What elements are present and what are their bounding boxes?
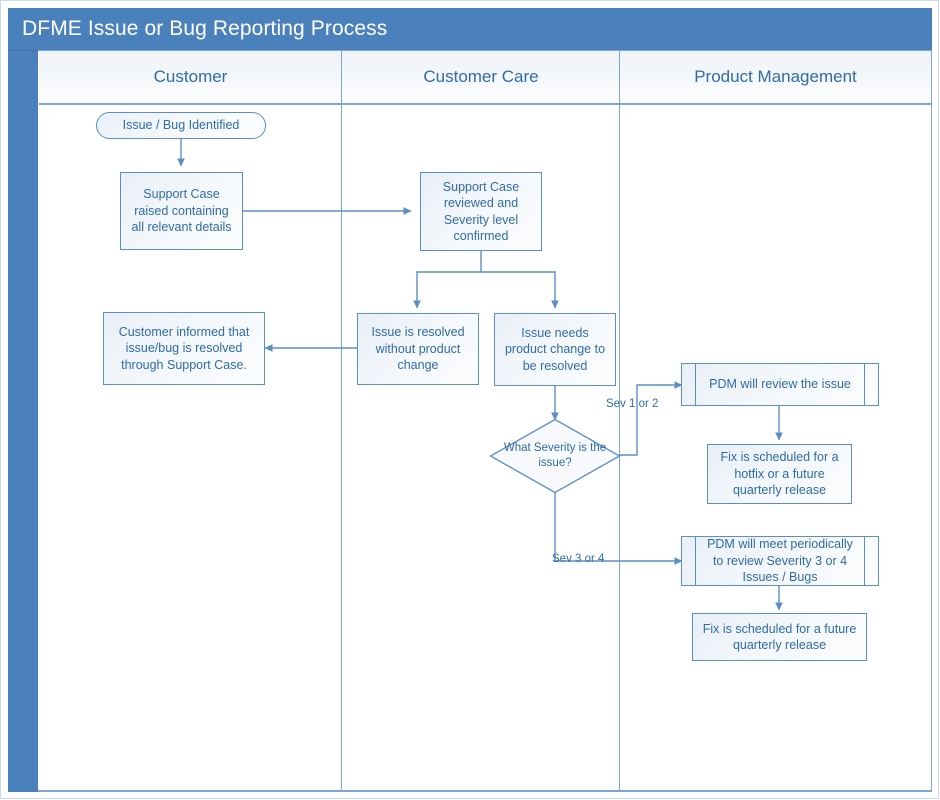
node-label: Fix is scheduled for a hotfix or a futur… bbox=[720, 450, 839, 498]
diamond-shape bbox=[489, 418, 621, 494]
predef-bar-right bbox=[864, 364, 865, 405]
diagram-title-bar: DFME Issue or Bug Reporting Process bbox=[8, 8, 932, 50]
lane-header-customer-care: Customer Care bbox=[342, 51, 620, 105]
node-label: Issue / Bug Identified bbox=[122, 118, 240, 133]
predef-bar-left bbox=[695, 364, 696, 405]
lane-label-customer-care: Customer Care bbox=[423, 67, 539, 86]
node-customer-informed[interactable]: Customer informed that issue/bug is reso… bbox=[103, 312, 265, 385]
node-severity-decision[interactable]: What Severity is the issue? bbox=[489, 418, 621, 494]
node-fix-quarterly[interactable]: Fix is scheduled for a future quarterly … bbox=[692, 613, 867, 661]
node-pdm-periodic[interactable]: PDM will meet periodically to review Sev… bbox=[681, 536, 879, 586]
node-needs-product-change[interactable]: Issue needs product change to be resolve… bbox=[494, 313, 616, 386]
node-resolved-no-change[interactable]: Issue is resolved without product change bbox=[357, 313, 479, 385]
lane-header-product-management: Product Management bbox=[620, 51, 931, 105]
lane-label-product-management: Product Management bbox=[694, 67, 857, 86]
node-support-case-raised[interactable]: Support Case raised containing all relev… bbox=[120, 172, 243, 250]
edge-label-sev-1-or-2: Sev 1 or 2 bbox=[606, 398, 659, 410]
edge-label-sev-3-or-4: Sev 3 or 4 bbox=[552, 553, 605, 565]
node-label: Fix is scheduled for a future quarterly … bbox=[702, 621, 857, 653]
pool-body bbox=[38, 50, 932, 792]
node-case-reviewed[interactable]: Support Case reviewed and Severity level… bbox=[420, 172, 542, 251]
pool-spine bbox=[8, 50, 38, 792]
predef-bar-left bbox=[695, 537, 696, 585]
node-label: Support Case raised containing all relev… bbox=[131, 187, 232, 235]
node-label: Support Case reviewed and Severity level… bbox=[442, 179, 520, 244]
page-title: DFME Issue or Bug Reporting Process bbox=[22, 17, 388, 40]
predef-bar-right bbox=[864, 537, 865, 585]
node-label: What Severity is the issue? bbox=[503, 442, 607, 469]
lane-divider-1 bbox=[341, 51, 342, 792]
node-fix-hotfix[interactable]: Fix is scheduled for a hotfix or a futur… bbox=[707, 444, 852, 504]
node-label: PDM will meet periodically to review Sev… bbox=[707, 537, 853, 585]
node-pdm-review[interactable]: PDM will review the issue bbox=[681, 363, 879, 406]
node-label: Issue needs product change to be resolve… bbox=[504, 325, 606, 373]
node-label: Issue is resolved without product change bbox=[371, 325, 465, 373]
lane-label-customer: Customer bbox=[153, 67, 228, 86]
node-label: Customer informed that issue/bug is reso… bbox=[118, 324, 250, 372]
node-label: PDM will review the issue bbox=[709, 377, 851, 392]
lane-header-customer: Customer bbox=[39, 51, 342, 105]
node-issue-identified[interactable]: Issue / Bug Identified bbox=[96, 112, 266, 139]
